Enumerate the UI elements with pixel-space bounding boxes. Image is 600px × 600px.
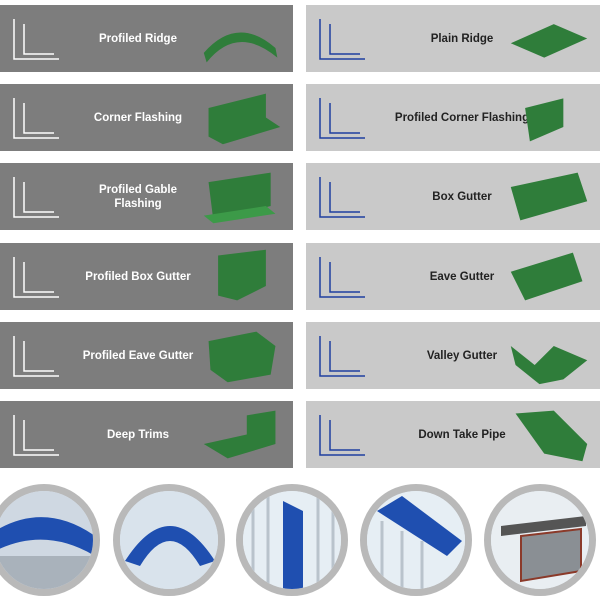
product-3d-model (218, 249, 266, 301)
product-3d-model (510, 172, 588, 221)
product-panel: Profiled Eave Gutter (0, 322, 293, 389)
product-3d-model (510, 345, 588, 385)
profile-drawing (319, 19, 365, 60)
product-label: Profiled Box Gutter (85, 270, 191, 283)
profile-drawing (319, 415, 365, 456)
photo-curved-ridge (113, 484, 225, 596)
photo-box-gutter (484, 484, 596, 596)
profile-drawing (13, 257, 59, 298)
product-3d-model (525, 98, 564, 142)
product-label: Deep Trims (107, 428, 169, 441)
product-3d-model (203, 32, 278, 63)
product-panel: Profiled Corner Flashing (306, 84, 600, 151)
product-3d-model (510, 24, 588, 58)
product-panel: Down Take Pipe (306, 401, 600, 468)
product-panel: Corner Flashing (0, 84, 293, 151)
product-panel: Profiled Gable Flashing (0, 163, 293, 230)
product-label: Plain Ridge (430, 32, 494, 45)
product-3d-model (510, 252, 583, 301)
profile-drawing (319, 257, 365, 298)
profile-drawing (319, 177, 365, 218)
product-label: Profiled Corner Flashing (394, 111, 530, 124)
profile-drawing (13, 177, 59, 218)
product-panel: Plain Ridge (306, 5, 600, 72)
photo-corner-flashing (236, 484, 348, 596)
photo-eave-trim (360, 484, 472, 596)
product-3d-model (208, 331, 276, 383)
product-3d-model (208, 93, 281, 145)
product-panel: Valley Gutter (306, 322, 600, 389)
product-panel: Profiled Ridge (0, 5, 293, 72)
product-panel: Profiled Box Gutter (0, 243, 293, 310)
product-panel: Deep Trims (0, 401, 293, 468)
product-panel: Eave Gutter (306, 243, 600, 310)
product-label: Down Take Pipe (418, 428, 506, 441)
profile-drawing (13, 336, 59, 377)
profile-drawing (319, 98, 365, 139)
product-label: Eave Gutter (429, 270, 495, 283)
product-3d-model (203, 172, 276, 224)
product-panel: Box Gutter (306, 163, 600, 230)
product-3d-model (203, 410, 276, 459)
profile-drawing (319, 336, 365, 377)
product-3d-model (515, 410, 588, 462)
product-label: Profiled Eave Gutter (82, 349, 194, 362)
product-label: Box Gutter (432, 190, 492, 203)
profile-drawing (13, 19, 59, 60)
profile-drawing (13, 98, 59, 139)
product-label: Corner Flashing (93, 111, 183, 124)
product-label: Valley Gutter (426, 349, 498, 362)
photo-profiled-ridge (0, 484, 100, 596)
product-label: Profiled Ridge (99, 32, 177, 45)
product-label: Profiled Gable Flashing (99, 183, 177, 210)
profile-drawing (13, 415, 59, 456)
